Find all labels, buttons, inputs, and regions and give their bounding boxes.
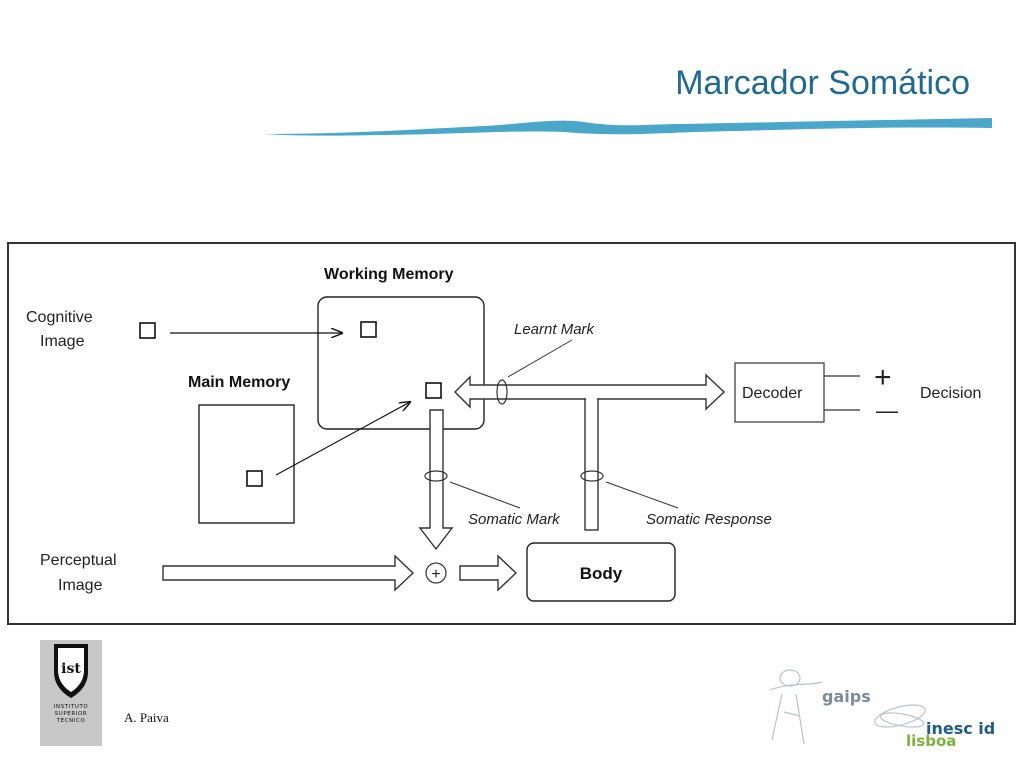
perceptual-image-label-line2: Image [58, 577, 103, 594]
decoder-label: Decoder [742, 385, 803, 402]
main-memory-label: Main Memory [188, 374, 290, 391]
working-memory-slot-top [360, 321, 377, 338]
inesc-swirl-icon [874, 704, 926, 728]
main-to-working-arrow [275, 402, 410, 476]
sum-to-body-arrow [459, 554, 518, 592]
title-decorative-wave [264, 118, 992, 136]
somatic-mark-ring [424, 470, 448, 482]
slide-title: Marcador Somático [675, 64, 970, 102]
learnt-mark-double-arrow [454, 373, 726, 411]
somatic-response-ring [580, 470, 604, 482]
cognitive-image-slot [139, 322, 156, 339]
decoder-box [734, 362, 825, 423]
working-memory-slot-bottom [425, 382, 442, 399]
cognitive-image-label-line2: Image [40, 333, 85, 350]
gaips-figure-icon [769, 669, 823, 745]
ist-line3: TÉCNICO [56, 718, 86, 724]
somatic-response-channel [584, 398, 599, 531]
working-memory-box [317, 296, 485, 430]
main-memory-slot [246, 470, 263, 487]
learnt-mark-label: Learnt Mark [514, 321, 596, 338]
decision-plus-sign: + [874, 361, 892, 394]
body-label: Body [580, 564, 623, 583]
perceptual-input-arrow [162, 554, 415, 592]
body-box [526, 542, 676, 602]
cognitive-image-label-line1: Cognitive [26, 309, 93, 326]
ist-line2: SUPERIOR [54, 711, 88, 717]
lisboa-logo-text: lisboa [906, 732, 956, 750]
main-memory-box [198, 404, 295, 524]
ist-shield-icon: ist [54, 644, 88, 698]
somatic-response-label: Somatic Response [646, 511, 772, 528]
perceptual-image-label-line1: Perceptual [40, 552, 117, 569]
decision-minus-sign: — [876, 398, 898, 423]
somatic-mark-leader [449, 481, 521, 509]
inesc-id-logo-text: inesc id [926, 719, 995, 738]
summation-node [425, 562, 447, 584]
ist-mark: ist [61, 661, 81, 677]
decision-label: Decision [920, 385, 981, 402]
somatic-mark-down-arrow [418, 409, 454, 551]
author-name: A. Paiva [124, 710, 169, 725]
somatic-mark-label: Somatic Mark [468, 511, 561, 528]
diagram-frame [7, 242, 1016, 625]
ist-logo: ist INSTITUTO SUPERIOR TÉCNICO [40, 640, 102, 746]
learnt-mark-ring [496, 379, 508, 405]
gaips-logo-text: gaips [822, 687, 871, 706]
ist-line1: INSTITUTO [53, 704, 89, 710]
partner-logos: gaips inesc id lisboa [769, 669, 995, 750]
working-memory-label: Working Memory [324, 266, 454, 283]
somatic-response-leader [605, 481, 679, 509]
summation-symbol: + [431, 566, 440, 583]
learnt-mark-leader [507, 339, 573, 378]
